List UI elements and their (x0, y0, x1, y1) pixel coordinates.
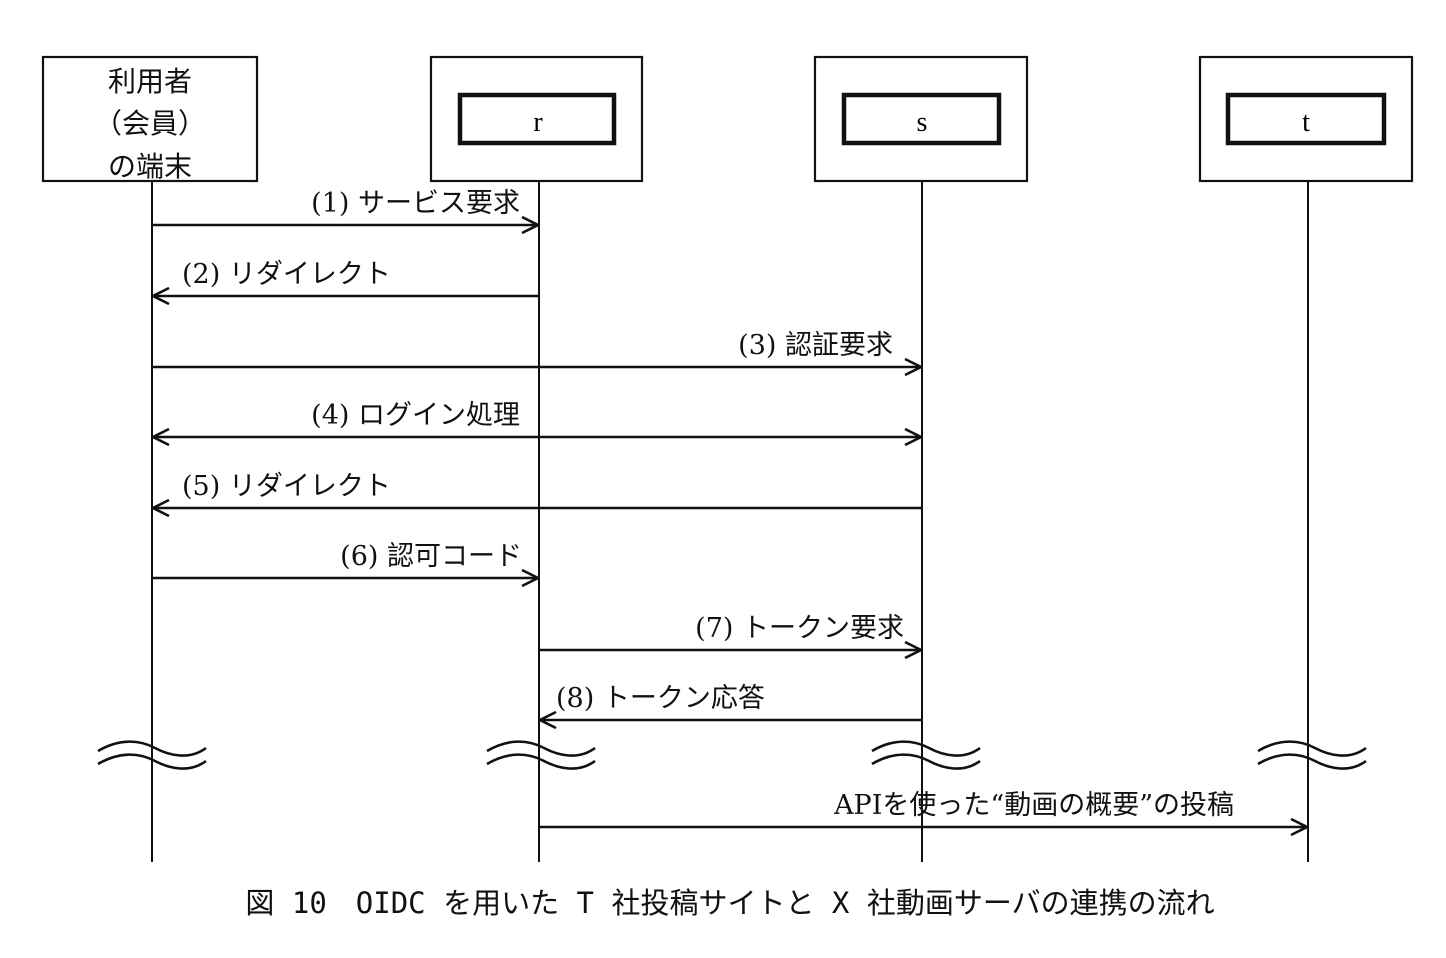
blank-label-t: t (1302, 107, 1310, 138)
message-label: (6) 認可コード (340, 541, 522, 572)
participant-label-line-2: （会員） (94, 107, 206, 140)
blank-label-s: s (917, 107, 928, 138)
message-label: (2) リダイレクト (182, 259, 391, 290)
message-3-auth-request: (3) 認証要求 (152, 330, 921, 367)
break-mark-t (1257, 740, 1367, 770)
message-1-service-request: (1) サービス要求 (152, 188, 538, 225)
message-6-auth-code: (6) 認可コード (152, 541, 538, 578)
blank-label-r: r (533, 107, 543, 138)
break-mark-user (97, 740, 207, 770)
message-8-token-response: (8) トークン応答 (540, 683, 922, 720)
message-5-redirect: (5) リダイレクト (153, 471, 922, 508)
participant-t: t (1198, 55, 1414, 183)
participant-user-terminal: 利用者 （会員） の端末 (41, 55, 259, 183)
participant-r: r (429, 55, 644, 183)
message-api-post-video-summary: APIを使った“動画の概要”の投稿 (539, 790, 1307, 827)
participant-box (41, 55, 259, 183)
message-label: (8) トークン応答 (556, 683, 765, 714)
figure-caption: 図 10 OIDC を用いた T 社投稿サイトと X 社動画サーバの連携の流れ (245, 886, 1214, 920)
message-label: (4) ログイン処理 (311, 400, 520, 431)
message-label: (5) リダイレクト (182, 471, 391, 502)
message-2-redirect: (2) リダイレクト (153, 259, 539, 296)
message-label: (7) トークン要求 (695, 613, 904, 644)
participant-blank-box (841, 92, 1002, 146)
participant-blank-box (1225, 92, 1387, 146)
participant-s: s (813, 55, 1029, 183)
message-7-token-request: (7) トークン要求 (539, 613, 921, 650)
time-break-marks (97, 740, 1367, 770)
participant-label-line-1: 利用者 (108, 65, 192, 98)
message-label: APIを使った“動画の概要”の投稿 (833, 790, 1234, 821)
break-mark-s (871, 740, 981, 770)
message-list: (1) サービス要求 (2) リダイレクト (3) 認証要求 (4) ログイン処… (152, 188, 1307, 827)
message-label: (1) サービス要求 (311, 188, 520, 219)
message-4-login: (4) ログイン処理 (153, 400, 921, 437)
participant-blank-box (457, 92, 617, 146)
break-mark-r (486, 740, 596, 770)
participant-label-line-3: の端末 (108, 150, 192, 183)
message-label: (3) 認証要求 (738, 330, 893, 361)
